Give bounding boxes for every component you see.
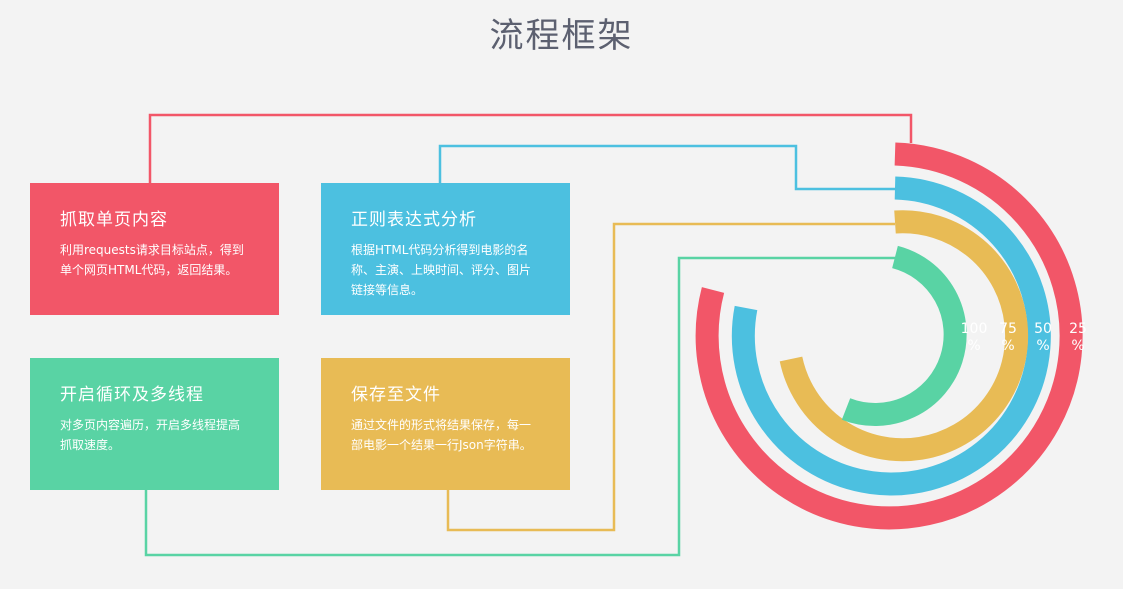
card-fetch-page: 抓取单页内容 利用requests请求目标站点，得到单个网页HTML代码，返回结…	[30, 183, 279, 315]
ring-label-unit: %	[1001, 338, 1015, 354]
card-save-file: 保存至文件 通过文件的形式将结果保存，每一部电影一个结果一行Json字符串。	[321, 358, 570, 490]
card-desc: 利用requests请求目标站点，得到单个网页HTML代码，返回结果。	[60, 243, 244, 277]
page-title: 流程框架	[489, 16, 634, 56]
card-title: 保存至文件	[351, 385, 441, 405]
connector-red	[148, 113, 913, 183]
connector-green	[144, 256, 895, 557]
ring-arc-yellow	[779, 210, 1029, 462]
card-desc: 对多页内容遍历，开启多线程提高抓取速度。	[60, 418, 241, 452]
ring-arc-green	[841, 245, 967, 426]
ring-arc-red	[695, 142, 1083, 530]
card-title: 开启循环及多线程	[60, 385, 204, 405]
card-desc: 通过文件的形式将结果保存，每一部电影一个结果一行Json字符串。	[351, 418, 532, 452]
card-loop-multithread: 开启循环及多线程 对多页内容遍历，开启多线程提高抓取速度。	[30, 358, 279, 490]
ring-label-green: 100 %	[958, 321, 990, 355]
ring-label-blue: 50 %	[1030, 321, 1056, 355]
card-title: 正则表达式分析	[351, 210, 477, 230]
ring-arc-blue	[731, 176, 1051, 496]
ring-label-red: 25 %	[1065, 321, 1091, 355]
ring-label-yellow: 75 %	[995, 321, 1021, 355]
ring-label-unit: %	[1036, 338, 1050, 354]
card-title: 抓取单页内容	[60, 210, 168, 230]
ring-label-num: 100	[960, 321, 988, 337]
ring-label-unit: %	[1071, 338, 1085, 354]
connector-blue	[438, 144, 895, 191]
ring-label-unit: %	[967, 338, 981, 354]
card-regex-parse: 正则表达式分析 根据HTML代码分析得到电影的名称、主演、上映时间、评分、图片链…	[321, 183, 570, 315]
ring-label-num: 75	[999, 321, 1017, 337]
connector-yellow	[446, 222, 895, 532]
ring-label-num: 25	[1069, 321, 1087, 337]
card-desc: 根据HTML代码分析得到电影的名称、主演、上映时间、评分、图片链接等信息。	[351, 243, 532, 297]
ring-label-num: 50	[1034, 321, 1052, 337]
